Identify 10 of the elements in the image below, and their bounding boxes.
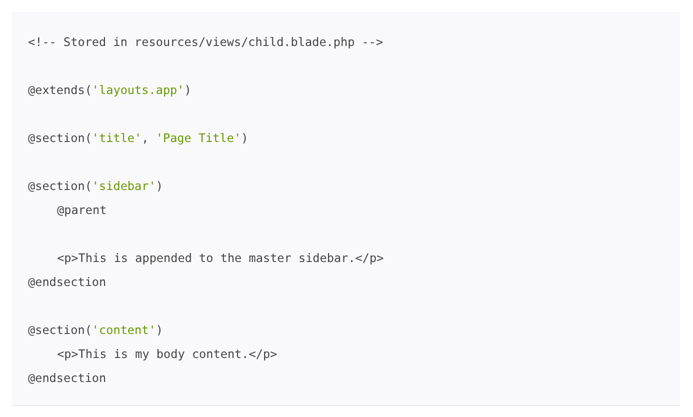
code-line: <p>This is appended to the master sidebar.</p> bbox=[57, 250, 384, 266]
code-line: <!-- Stored in resources/views/child.blade.php --> bbox=[28, 34, 384, 50]
code-line: @section('sidebar') bbox=[28, 178, 163, 194]
code-line: <p>This is my body content.</p> bbox=[57, 346, 278, 362]
code-line: @endsection bbox=[28, 274, 106, 290]
code-line: @extends('layouts.app') bbox=[28, 82, 192, 98]
code-line: @section('title', 'Page Title') bbox=[28, 130, 248, 146]
code-line: @endsection bbox=[28, 370, 106, 386]
code-line: @section('content') bbox=[28, 322, 163, 338]
code-line: @parent bbox=[57, 202, 107, 218]
